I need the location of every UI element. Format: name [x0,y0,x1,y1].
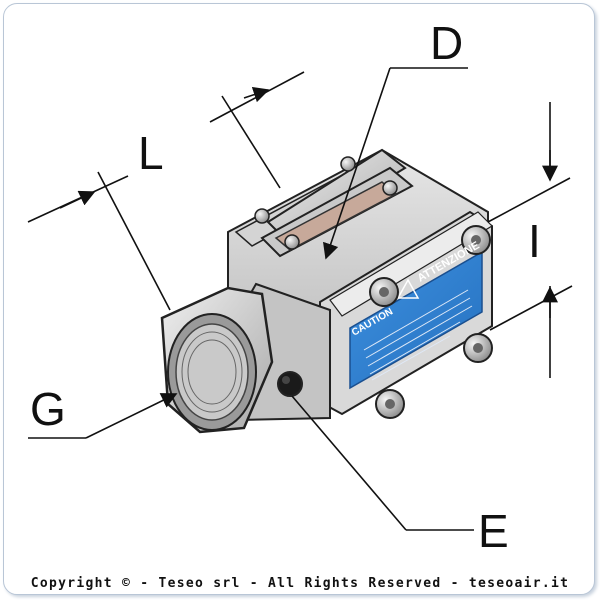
dimension-lines [27,67,573,531]
dimension-line-D [209,71,305,123]
label-G: G [30,383,66,435]
label-E: E [478,505,509,557]
label-L: L [138,127,164,179]
gasket-strip [274,181,398,251]
hinge-plates [254,148,414,258]
leader-E [291,395,407,531]
threaded-port [175,323,249,421]
warning-triangle-icon [396,278,420,299]
side-port [277,371,303,397]
copyright-footer: Copyright © - Teseo srl - All Rights Res… [30,576,570,591]
label-D: D [430,17,464,69]
hex-fitting [160,282,331,434]
label-I: I [528,215,541,267]
